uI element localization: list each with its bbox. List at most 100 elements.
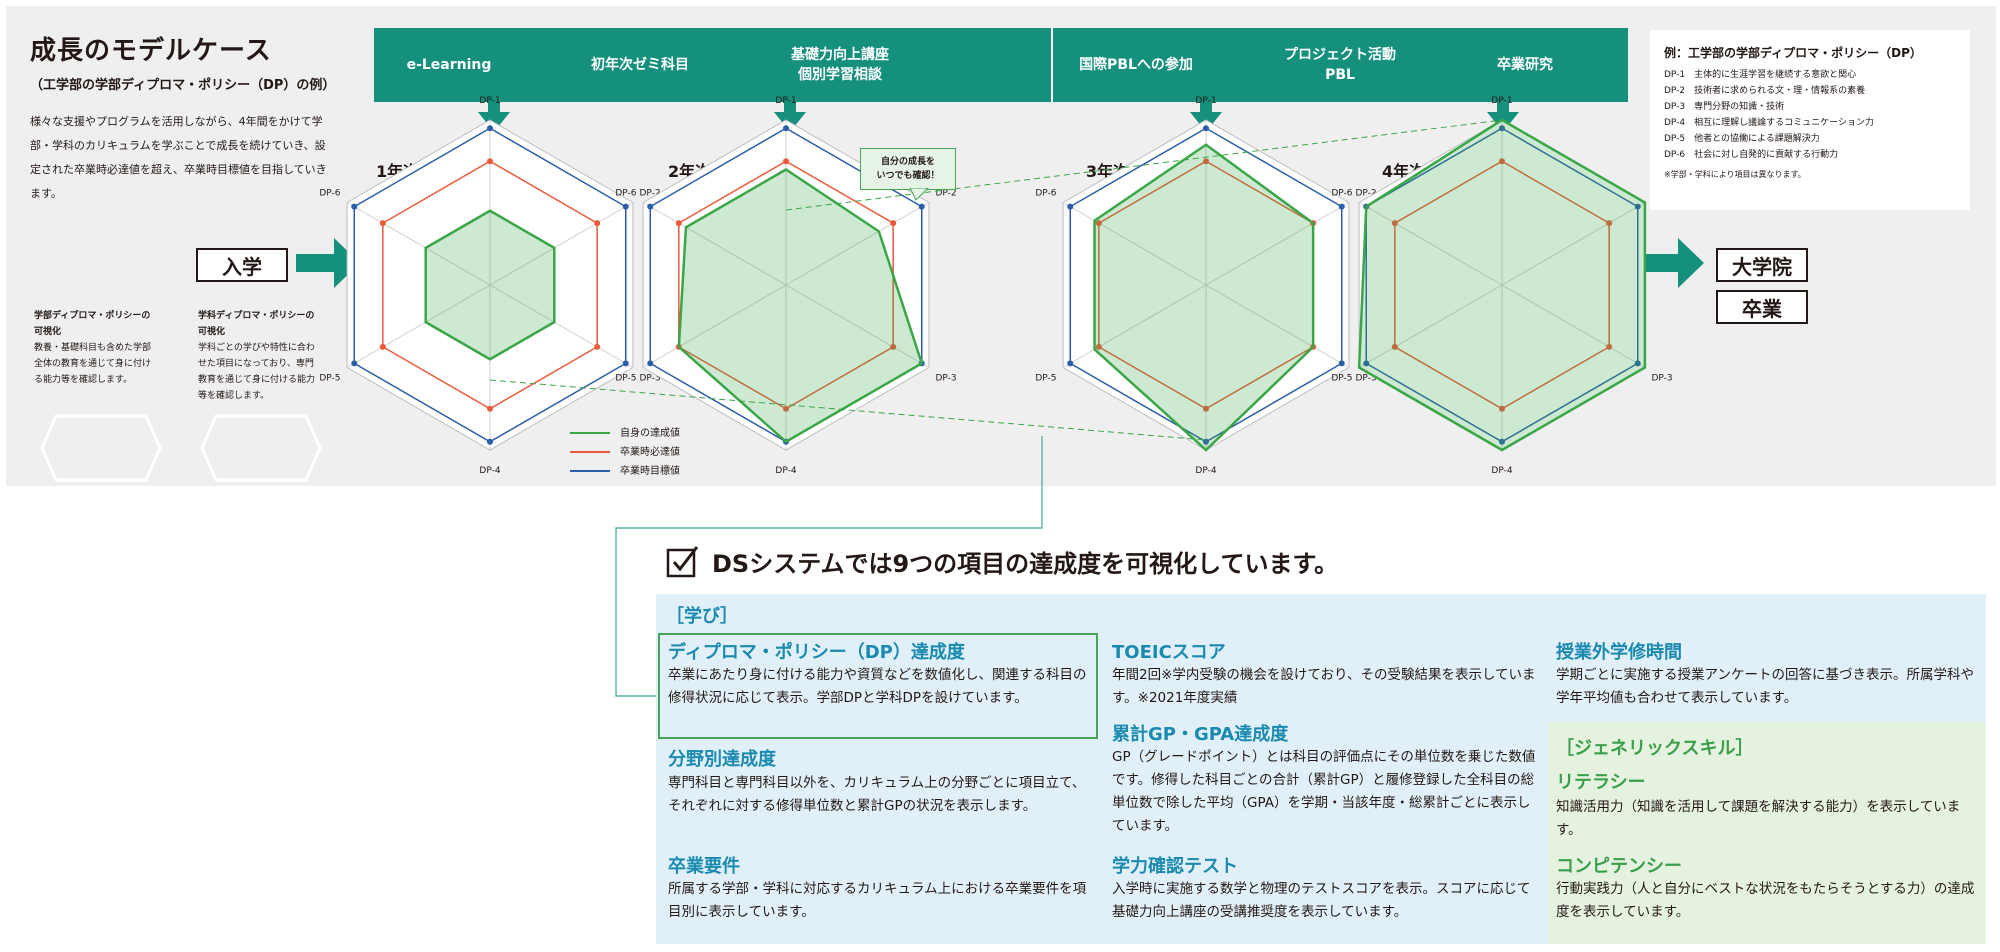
radar-series-self (677, 168, 924, 444)
radar-axis-label: DP-3 (935, 373, 956, 383)
radar-point-target (1203, 438, 1209, 445)
item-dp-title: ディプロマ・ポリシー（DP）達成度 (668, 642, 965, 663)
entry-box: 入学 (196, 248, 288, 282)
radar-point-target (622, 360, 629, 367)
radar-axis-label: DP-2 (935, 189, 956, 199)
radar-point-target (1203, 125, 1209, 132)
dp-legend-item: DP-3 専門分野の知識・技術 (1664, 102, 1785, 112)
radar-axis-label: DP-5 (615, 373, 636, 383)
radar-point-target (918, 203, 925, 210)
radar-axis-label: DP-4 (1491, 466, 1512, 476)
radar-point-target (1363, 360, 1370, 367)
radar-point-target (487, 438, 493, 445)
radar-axis-label: DP-1 (1491, 96, 1512, 106)
item-test-body: 入学時に実施する数学と物理のテストスコアを表示。スコアに応じて基礎力向上講座の受… (1112, 881, 1531, 920)
item-gpa-body: GP（グレードポイント）とは科目の評価点にその単位数を乗じた数値です。修得した科… (1112, 749, 1536, 834)
radar-axis-label: DP-6 (1035, 189, 1056, 199)
radar-spoke (489, 202, 634, 286)
stage-basic-course: 基礎力向上講座 個別学習相談 (791, 47, 889, 83)
radar-point-required (1203, 405, 1209, 412)
radar-point-required (1203, 158, 1209, 165)
radar-axis-label: DP-6 (615, 189, 636, 199)
ds-heading: DSシステムでは9つの項目の達成度を可視化しています。 (712, 550, 1339, 578)
legend-target: 卒業時目標値 (570, 462, 680, 481)
item-literacy-body: 知識活用力（知識を活用して課題を解決する能力）を表示しています。 (1556, 799, 1961, 838)
dp-legend-item: DP-6 社会に対し自発的に貢献する行動力 (1664, 150, 1839, 160)
radar-series-self (1357, 118, 1647, 452)
radar-point-required (487, 158, 493, 165)
radar-axis-label: DP-1 (479, 96, 500, 106)
radar-axis-label: DP-4 (479, 466, 500, 476)
growth-callout: 自分の成長を いつでも確認！ (860, 148, 956, 190)
radar-spoke (1358, 284, 1503, 368)
stage-arrow-2-shaft (784, 102, 796, 114)
radar-point-required (1391, 220, 1398, 227)
radar-spoke (1062, 284, 1207, 368)
legend-self: 自身の達成値 (570, 424, 680, 443)
radar-charts: DP-1DP-2DP-3DP-4 DP-5 DP-6 DP-1DP-2DP-3DP-4… (319, 96, 1672, 476)
side-note-department: 学科ディプロマ・ポリシーの可視化 学科ごとの学びや特性に合わせた項目になっており… (198, 311, 316, 401)
exit-arrow (1640, 238, 1704, 288)
radar-axis-label: DP-5 (1035, 373, 1056, 383)
radar-point-required (594, 220, 601, 227)
radar-axis-label: DP-1 (775, 96, 796, 106)
radar-series-self (1093, 143, 1315, 452)
page-subtitle: （工学部の学部ディプロマ・ポリシー（DP）の例） (30, 78, 336, 93)
page-title: 成長のモデルケース (30, 36, 272, 66)
item-toeic-title: TOEICスコア (1112, 642, 1226, 663)
radar-point-required (1606, 220, 1613, 227)
generic-skill-label: ［ジェネリックスキル］ (1556, 738, 1754, 759)
item-study-time-body: 学期ごとに実施する授業アンケートの回答に基づき表示。所属学科や学年平均値も合わせ… (1556, 667, 1974, 706)
radar-spoke (346, 284, 491, 368)
radar-point-required (379, 343, 386, 350)
item-competency-title: コンピテンシー (1556, 856, 1682, 877)
radar-point-required (594, 343, 601, 350)
item-grad-title: 卒業要件 (668, 856, 740, 877)
radar-axis-label: DP-6 (1331, 189, 1352, 199)
radar-point-required (1499, 158, 1505, 165)
radar-point-target (647, 203, 654, 210)
dp-legend-title: 例：工学部の学部ディプロマ・ポリシー（DP） (1664, 46, 1922, 60)
item-field-body: 専門科目と専門科目以外を、カリキュラム上の分野ごとに項目立て、それぞれに対する修… (668, 775, 1086, 814)
stage-first-seminar: 初年次ゼミ科目 (591, 57, 689, 73)
radar-point-required (890, 220, 897, 227)
radar-axis-label: DP-2 (639, 189, 660, 199)
stage-arrow-3-shaft (1200, 102, 1212, 114)
radar-point-target (1634, 203, 1641, 210)
radar-point-required (1095, 220, 1102, 227)
radar-spoke (642, 284, 787, 368)
radar-axis-label: DP-3 (639, 373, 660, 383)
series-legend: 自身の達成値 卒業時必達値 卒業時目標値 (570, 424, 680, 481)
radar-point-required (1606, 343, 1613, 350)
radar-point-target (351, 360, 358, 367)
radar-point-required (783, 405, 789, 412)
radar-spoke (346, 202, 491, 286)
progress-dash-line (785, 119, 1503, 211)
radar-axis-label: DP-1 (1195, 96, 1216, 106)
stage-project-pbl: プロジェクト活動 PBL (1284, 47, 1396, 83)
radar-point-target (1499, 438, 1505, 445)
radar-axis-label: DP-3 (1651, 373, 1672, 383)
radar-spoke (1205, 202, 1350, 286)
radar-point-target (1499, 125, 1505, 132)
radar-point-required (487, 405, 493, 412)
radar-point-required (675, 220, 682, 227)
item-field-title: 分野別達成度 (668, 749, 776, 770)
item-test-title: 学力確認テスト (1112, 856, 1238, 877)
radar-point-target (1067, 360, 1074, 367)
radar-spoke (1205, 284, 1350, 368)
dp-legend-box: 例：工学部の学部ディプロマ・ポリシー（DP） DP-1 主体的に生涯学習を継続す… (1650, 30, 1970, 210)
radar-axis-label: DP-4 (775, 466, 796, 476)
radar-axis-label: DP-6 (319, 189, 340, 199)
item-gpa-title: 累計GP・GPA達成度 (1112, 724, 1289, 745)
radar-point-required (783, 158, 789, 165)
checkbox-icon (666, 546, 699, 578)
item-study-time-title: 授業外学修時間 (1556, 642, 1682, 663)
radar-spoke (1501, 284, 1646, 368)
radar-point-required (890, 343, 897, 350)
intro-text: 様々な支援やプログラムを活用しながら、4年間をかけて学部・学科のカリキュラムを学… (30, 115, 327, 200)
callout-pointer (910, 188, 929, 201)
radar-point-target (622, 203, 629, 210)
dp-legend-item: DP-5 他者との協働による課題解決力 (1664, 134, 1820, 144)
hex-outline-icons (40, 414, 322, 482)
